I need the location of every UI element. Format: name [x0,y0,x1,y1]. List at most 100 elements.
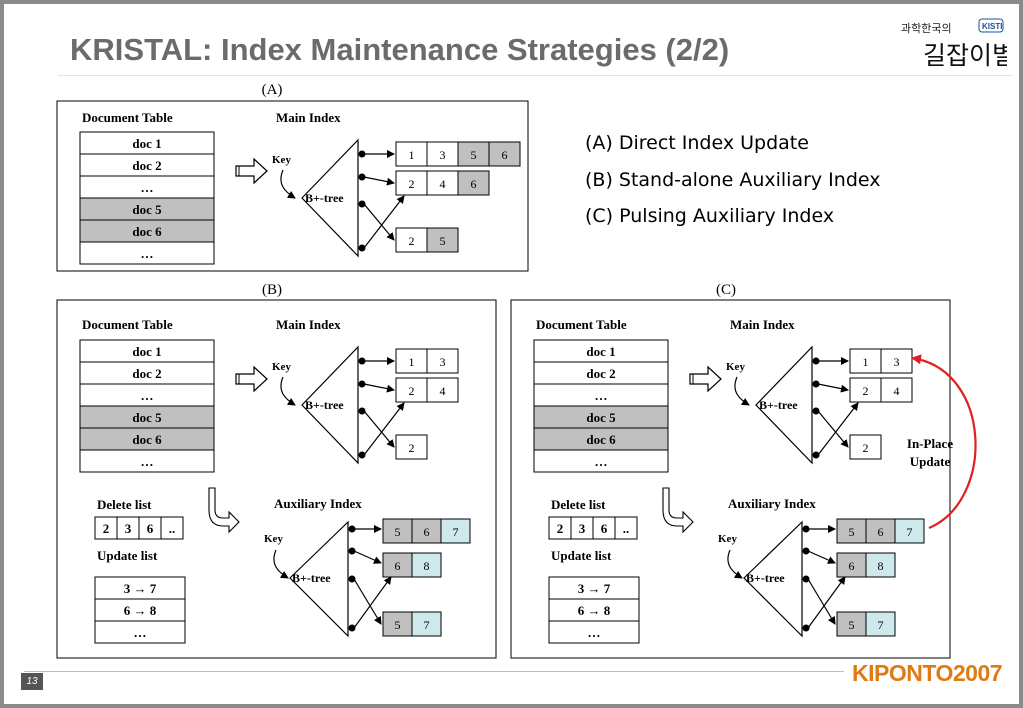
pointer-arrow [353,550,382,564]
document-table-heading: Document Table [82,317,173,332]
posting-value: 3 [894,355,900,369]
doc-row-label: … [141,180,154,195]
pointer-dot [358,357,366,365]
panel-a-label: (A) [262,82,283,98]
in-place-update-arrow [911,354,977,530]
flow-arrow-icon [235,365,268,393]
slide-title: KRISTAL: Index Maintenance Strategies (2… [70,32,730,67]
update-list-row [94,620,186,644]
main-index-heading: Main Index [276,110,341,125]
doc-row-label: doc 1 [586,344,615,359]
pointer-dot [358,150,366,158]
update-list-value: 6 → 8 [124,603,157,618]
delete-list-value: .. [169,521,176,536]
logo-korean-small: 과학한국의 [901,22,952,35]
document-table-heading: Document Table [82,110,173,125]
btree-triangle [301,138,359,258]
bent-flow-arrow-icon [662,487,694,534]
doc-row-label: … [141,246,154,261]
doc-row-label: … [141,454,154,469]
posting-value: 6 [849,559,855,573]
posting-cell [411,518,442,544]
pointer-dot [812,380,820,388]
posting-cell [457,170,490,196]
pointer-dot [358,451,366,459]
doc-row-label: doc 1 [132,344,161,359]
pointer-arrow [363,203,395,241]
delete-list-value: 6 [147,521,154,536]
posting-value: 2 [863,441,869,455]
flow-arrow-icon [235,157,268,185]
posting-value: 3 [440,355,446,369]
pointer-arrow [817,402,859,456]
pointer-arrow [817,410,849,448]
doc-row [79,449,215,473]
legend-a: (A) Direct Index Update [585,132,809,154]
posting-value: 6 [878,525,884,539]
delete-list-value: 2 [103,521,110,536]
panel-a: (A) Document Table Main Index doc 1 doc 2 … do… [56,82,529,272]
posting-value: 7 [453,525,459,539]
btree-triangle [289,520,349,638]
doc-row-label: doc 5 [132,410,162,425]
posting-value: 7 [878,618,884,632]
pointer-arrow [363,195,405,249]
flow-arrow-icon [689,365,722,393]
posting-cell [426,227,459,253]
doc-row-label: doc 1 [132,136,161,151]
in-place-update-label-line2: Update [910,454,951,469]
pointer-dot [358,407,366,415]
update-list-value: 6 → 8 [578,603,611,618]
pointer-dot [802,525,810,533]
delete-list-value: .. [623,521,630,536]
pointer-dot [348,525,356,533]
update-list-row [548,620,640,644]
bent-flow-arrow-icon [208,487,240,534]
update-list-value: 3 → 7 [578,581,611,596]
posting-value: 5 [849,525,855,539]
in-place-update-label-line1: In-Place [907,436,953,451]
panel-c-frame [510,299,951,659]
panel-c-label: (C) [716,282,736,298]
logo-korean-large: 길잡이별 [923,41,1007,70]
pointer-dot [348,624,356,632]
doc-row-label: doc 2 [132,366,161,381]
doc-row-label: doc 5 [132,202,162,217]
posting-cell [382,552,413,578]
pointer-arrow [363,410,395,448]
kisti-logo: 과학한국의 KISTI 길잡이별 [901,18,1007,70]
pointer-dot [348,575,356,583]
legend-b: (B) Stand-alone Auxiliary Index [585,169,881,191]
delete-list-cell [614,516,638,540]
pointer-dot [358,173,366,181]
posting-cell [395,377,428,403]
posting-cell [849,348,882,374]
auxiliary-index-heading: Auxiliary Index [728,496,816,511]
delete-list-value: 3 [125,521,132,536]
doc-row-label: … [595,454,608,469]
posting-value: 4 [440,384,446,398]
pointer-dot [348,547,356,555]
pointer-dot [802,547,810,555]
posting-value: 4 [894,384,900,398]
update-list-heading: Update list [97,548,158,563]
doc-row-label: doc 2 [132,158,161,173]
posting-value: 8 [424,559,430,573]
btree-label: B+-tree [305,191,344,205]
pointer-dot [358,200,366,208]
panel-b-frame [56,299,497,659]
posting-cell [382,518,413,544]
panel-b-label: (B) [262,282,282,298]
auxiliary-index-heading: Auxiliary Index [274,496,362,511]
btree-triangle [743,520,803,638]
posting-cell [836,611,867,637]
update-list-heading: Update list [551,548,612,563]
posting-cell [440,518,471,544]
pointer-arrow [353,576,392,629]
doc-row-label: doc 6 [586,432,616,447]
posting-cell [865,611,896,637]
posting-value: 5 [395,618,401,632]
key-label: Key [272,361,291,373]
posting-value: 2 [409,234,415,248]
